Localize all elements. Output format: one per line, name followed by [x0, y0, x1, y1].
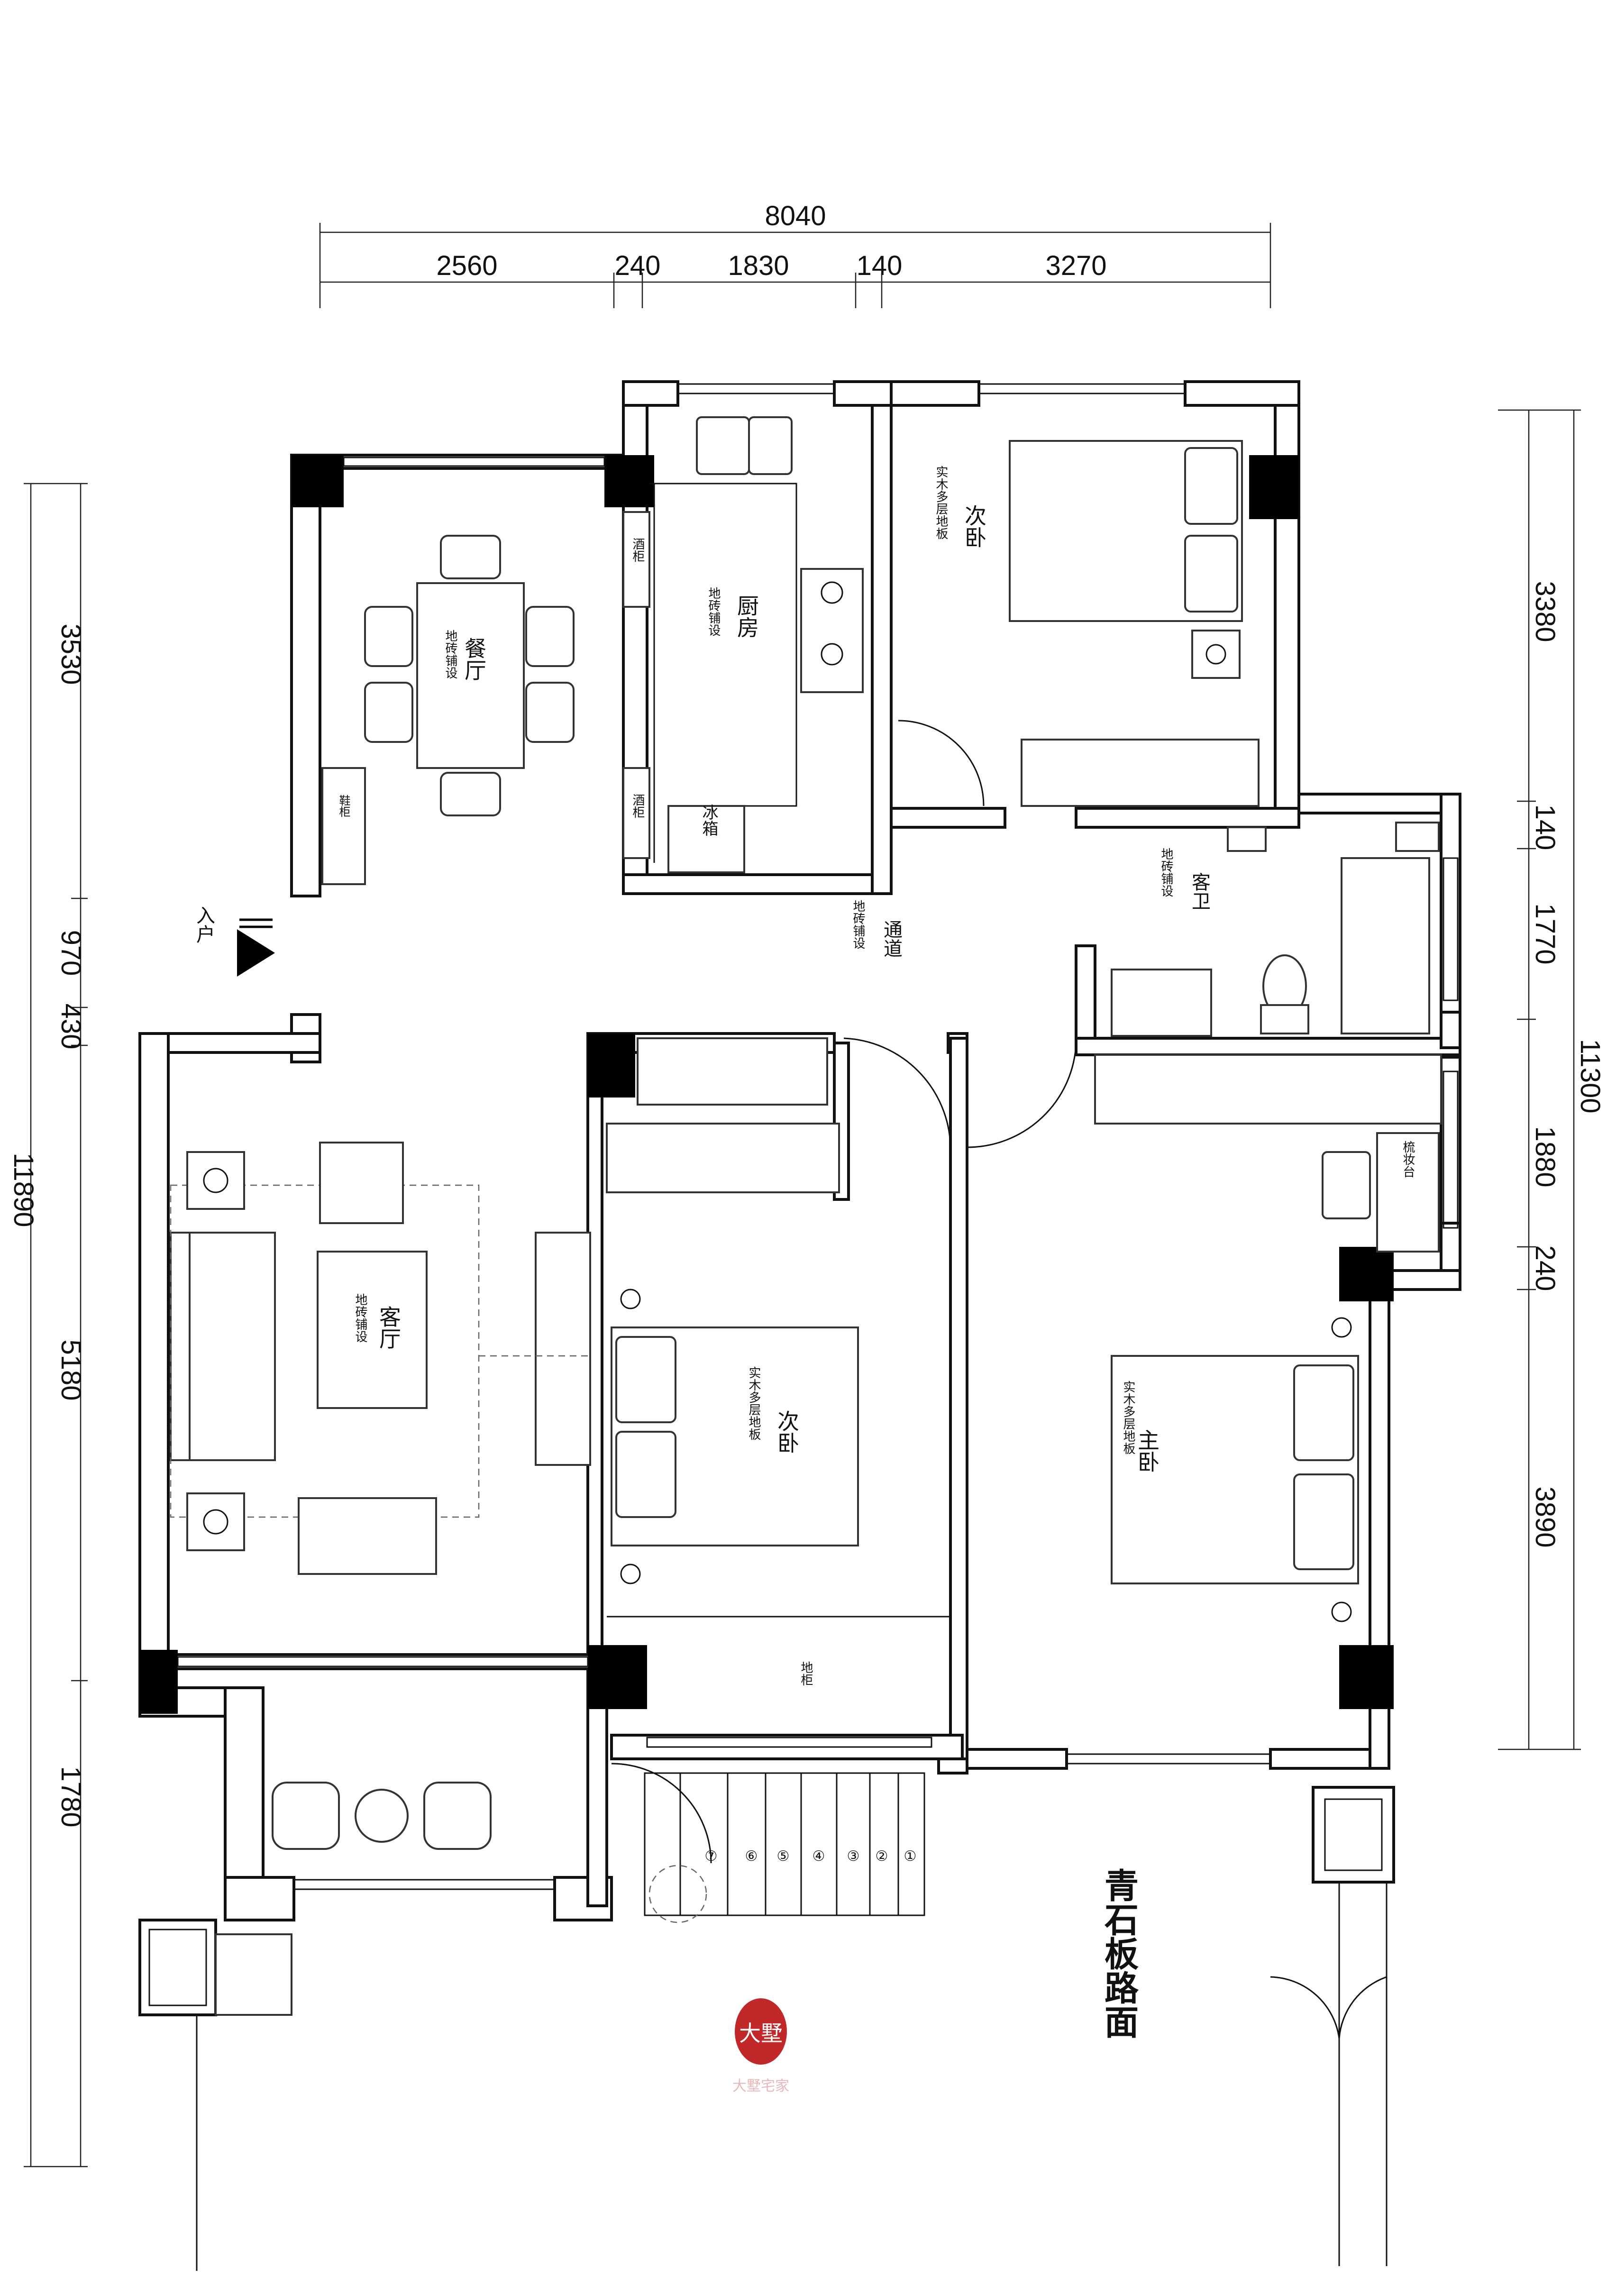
master-bedroom-name: 主卧	[1134, 1429, 1160, 1473]
step-2: ②	[876, 1848, 888, 1865]
top-dim-5: 3270	[1045, 250, 1106, 281]
shoe-cabinet	[321, 767, 366, 885]
top-bedroom-floor: 实木多层地板	[934, 466, 948, 540]
wardrobe-master	[1094, 1054, 1442, 1125]
top-dim-3: 1830	[728, 250, 789, 281]
structural-columns	[140, 455, 1394, 1714]
step-5: ⑤	[777, 1848, 790, 1865]
kitchen-counters	[622, 416, 864, 873]
left-dim-2: 970	[55, 930, 86, 976]
bath-sink	[1111, 969, 1212, 1037]
exterior-elements	[138, 1786, 1395, 2271]
dresser	[1376, 1132, 1440, 1253]
shoe-cabinet-label: 鞋柜	[337, 795, 350, 817]
step-4: ④	[813, 1848, 825, 1865]
dining-room-name: 餐厅	[461, 637, 487, 681]
step-1: ①	[904, 1848, 917, 1865]
windows	[177, 383, 1459, 1890]
top-bedroom-name: 次卧	[961, 504, 987, 548]
entry-label: 入户	[193, 906, 215, 943]
middle-bedroom-name: 次卧	[774, 1410, 800, 1454]
guest-bath-fixtures	[1111, 822, 1440, 1037]
armchair	[319, 1142, 404, 1224]
corridor-name: 通道	[880, 920, 902, 958]
top-dim-2: 240	[615, 250, 661, 281]
right-dimension-lines: 3380 140 1770 1880 240 3890 11300	[1498, 409, 1606, 1750]
outdoor-sink	[215, 1933, 292, 2016]
guest-bath-floor: 地砖铺设	[1159, 848, 1173, 897]
step-6: ⑥	[745, 1848, 758, 1865]
right-dim-4: 1880	[1530, 1126, 1561, 1187]
top-dim-4: 140	[857, 250, 903, 281]
fridge	[667, 805, 745, 873]
right-total-dim: 11300	[1575, 1039, 1606, 1114]
top-bedroom-furniture	[898, 440, 1260, 807]
wine-cabinet-upper-label: 酒柜	[630, 538, 645, 562]
entry-arrow-icon	[237, 918, 275, 977]
living-room-name: 客厅	[376, 1306, 402, 1349]
logo-seal-icon: 大墅 大墅宅家	[732, 1998, 789, 2095]
balcony-furniture	[272, 1782, 492, 1850]
wardrobe-top	[1021, 739, 1260, 807]
kitchen-name: 厨房	[734, 595, 759, 638]
dining-table-set	[364, 535, 575, 816]
kitchen-sink	[696, 416, 750, 475]
living-room-floor: 地砖铺设	[353, 1293, 367, 1343]
wine-cabinet-lower-label: 酒柜	[630, 794, 645, 818]
right-dim-2: 140	[1530, 805, 1561, 851]
right-dim-6: 3890	[1530, 1486, 1561, 1547]
floor-cabinet-label: 地柜	[799, 1661, 813, 1686]
street-label: 青石板路面	[1099, 1868, 1139, 2039]
left-dim-3: 430	[55, 1004, 86, 1050]
entry-steps: ① ② ③ ④ ⑤ ⑥ ⑦	[611, 1763, 925, 1923]
left-dim-4: 5180	[55, 1339, 86, 1400]
dining-room-floor: 地砖铺设	[443, 630, 457, 679]
kitchen-floor: 地砖铺设	[706, 587, 721, 636]
logo-sub: 大墅宅家	[732, 2078, 789, 2095]
ottoman	[298, 1497, 437, 1575]
top-dimension-lines: 8040 2560 240 1830 140 3270	[319, 201, 1271, 308]
middle-bedroom-floor: 实木多层地板	[747, 1366, 761, 1440]
top-dim-1: 2560	[436, 250, 497, 281]
left-dim-5: 1780	[55, 1766, 86, 1827]
middle-bedroom-furniture	[606, 1037, 951, 1618]
logo-text: 大墅	[739, 2021, 783, 2046]
step-3: ③	[847, 1848, 860, 1865]
right-dim-1: 3380	[1530, 581, 1561, 642]
shower	[1341, 857, 1430, 1034]
right-dim-3: 1770	[1530, 903, 1561, 964]
gas-stove	[800, 568, 864, 693]
right-dim-5: 240	[1530, 1245, 1561, 1291]
balcony-table	[355, 1789, 409, 1843]
tv-cabinet	[535, 1232, 591, 1466]
balcony-chair-right	[423, 1782, 492, 1850]
dresser-label: 梳妆台	[1401, 1141, 1415, 1178]
left-dimension-lines: 3530 970 430 5180 1780 11890	[8, 483, 88, 2168]
corridor-floor: 地砖铺设	[851, 900, 865, 949]
wardrobe-mid-lower	[606, 1123, 840, 1193]
wardrobe-mid-upper	[637, 1037, 828, 1106]
coffee-table	[317, 1251, 428, 1409]
fridge-label: 冰箱	[699, 804, 718, 836]
living-room-furniture	[170, 1142, 591, 1575]
left-total-dim: 11890	[8, 1153, 39, 1227]
top-total-dim: 8040	[765, 201, 826, 231]
balcony-chair-left	[272, 1782, 340, 1850]
master-bedroom-furniture	[967, 1043, 1442, 1622]
left-dim-1: 3530	[55, 623, 86, 685]
master-bedroom-floor: 实木多层地板	[1121, 1381, 1135, 1454]
guest-bath-name: 客卫	[1188, 872, 1210, 910]
